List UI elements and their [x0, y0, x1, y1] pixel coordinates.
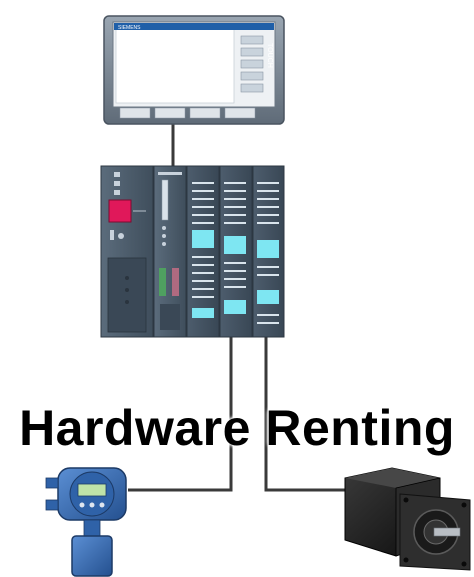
cable-lines [128, 122, 345, 492]
plc-rack [100, 165, 285, 338]
status-led-icon [108, 199, 132, 223]
headline-title: Hardware Renting [19, 400, 455, 456]
power-supply-module [100, 165, 154, 338]
servo-motor-icon [344, 467, 471, 571]
plc-cpu-icon [153, 165, 187, 338]
hmi-model-label: TOUCH [266, 43, 273, 68]
io-to-transmitter-cable [128, 337, 233, 492]
io-module-icon [186, 165, 285, 338]
io-to-motor-cable [264, 337, 345, 492]
field-transmitter-icon [45, 467, 127, 577]
hmi-brand-label: SIEMENS [118, 25, 141, 31]
hmi-touch-panel-icon: SIEMENS TOUCH [103, 15, 285, 125]
